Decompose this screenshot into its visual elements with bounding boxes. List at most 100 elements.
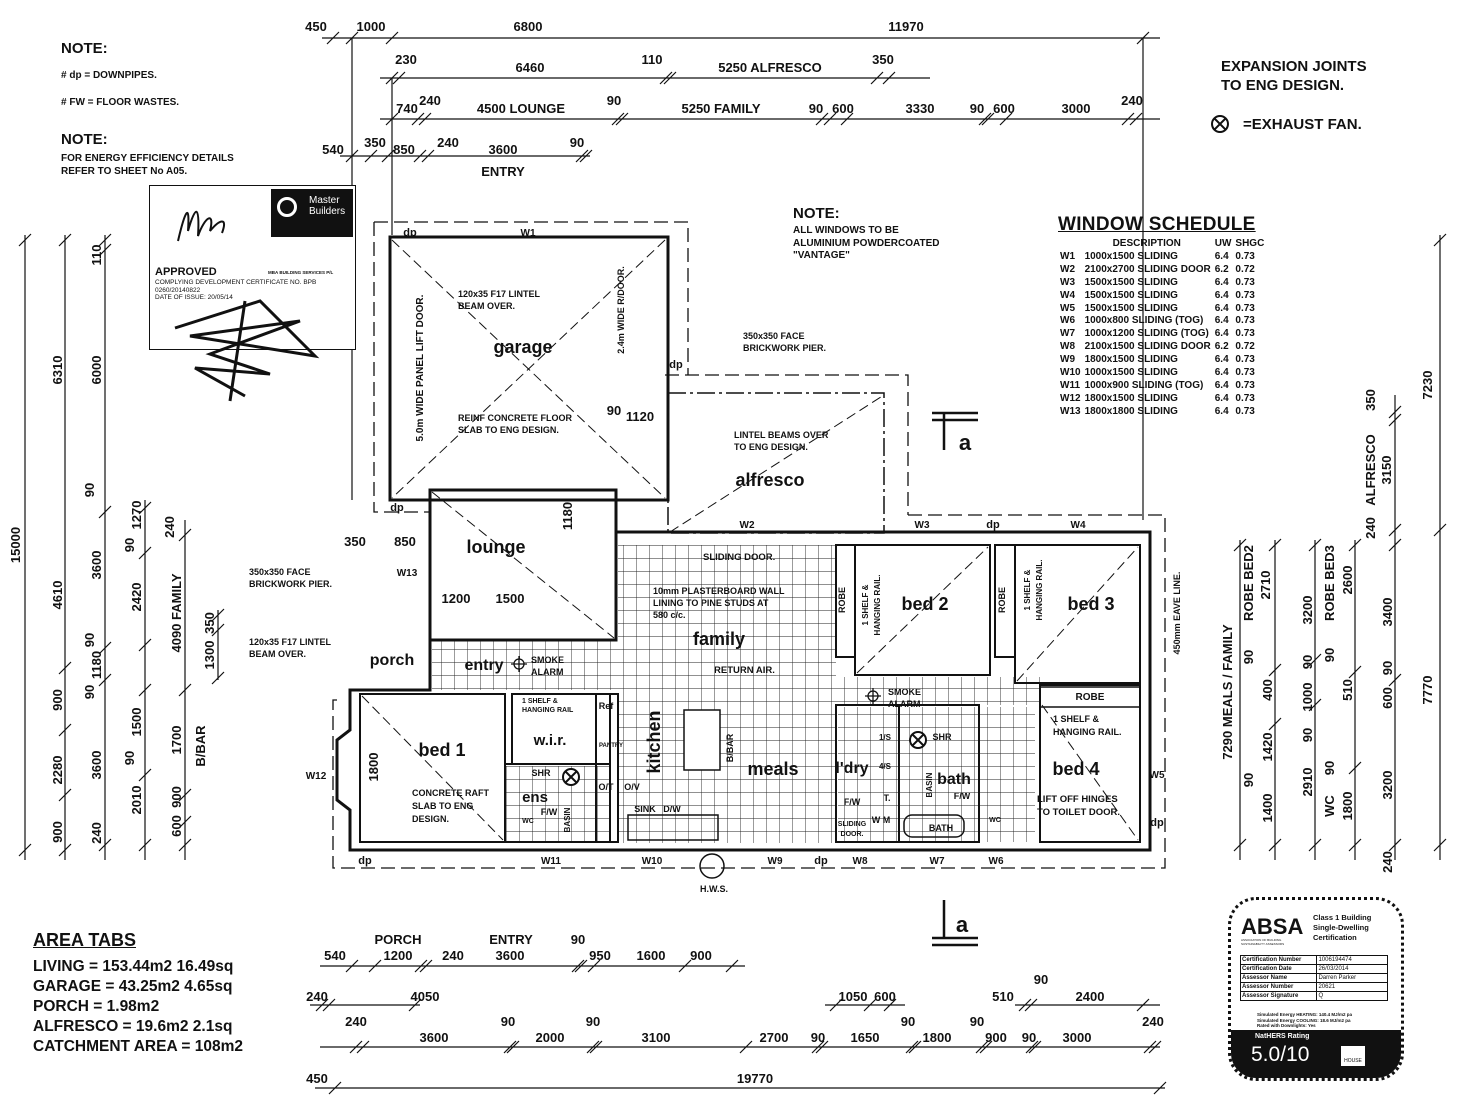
logo-text: Master bbox=[309, 195, 340, 206]
dimension-line bbox=[18, 233, 32, 860]
cell-id: W6 bbox=[1060, 315, 1075, 327]
dimension-label: 1400 bbox=[1260, 794, 1275, 823]
cell-uw: 6.4 bbox=[1214, 405, 1229, 417]
dimension-label: 4500 LOUNGE bbox=[477, 101, 565, 116]
dimension-label: 1800 bbox=[1340, 792, 1355, 821]
cell-shgc: 0.73 bbox=[1235, 392, 1255, 404]
cell-desc: 1800x1500 SLIDING bbox=[1084, 354, 1178, 366]
dimension-label: 6800 bbox=[514, 19, 543, 34]
room-label-garage: garage bbox=[493, 337, 552, 357]
annotation-vertical: BASIN bbox=[563, 807, 572, 832]
annotation: D/W bbox=[663, 804, 681, 814]
cell-id: W13 bbox=[1060, 405, 1081, 417]
dimension-line bbox=[315, 1081, 1167, 1095]
annotation: dp bbox=[814, 855, 828, 867]
annotation: LINTEL BEAMS OVER bbox=[734, 430, 829, 440]
field-value: Darren Parker bbox=[1316, 973, 1388, 983]
field-label: Certification Date bbox=[1239, 964, 1318, 974]
exhaust-fans bbox=[511, 115, 1229, 786]
annotation: W9 bbox=[768, 856, 783, 867]
cell-desc: 1800x1800 SLIDING bbox=[1084, 405, 1178, 417]
dimension-label: 2710 bbox=[1258, 571, 1273, 600]
dimension-label: 90 bbox=[1241, 650, 1256, 664]
cell-shgc: 0.73 bbox=[1235, 289, 1255, 301]
dimension-line bbox=[825, 998, 905, 1012]
dimension-label: 2420 bbox=[129, 583, 144, 612]
annotation: CONCRETE RAFT bbox=[412, 788, 489, 798]
dimension-label: 1420 bbox=[1260, 733, 1275, 762]
note-line: EXPANSION JOINTS bbox=[1221, 58, 1367, 75]
cell-desc: 1500x1500 SLIDING bbox=[1084, 276, 1178, 288]
annotation: WC bbox=[989, 817, 1001, 824]
cell-id: W1 bbox=[1060, 250, 1075, 262]
annotation: W4 bbox=[1071, 520, 1086, 531]
issue-date: DATE OF ISSUE: 20/05/14 bbox=[155, 294, 233, 301]
room-label-lounge: lounge bbox=[467, 537, 526, 557]
cell-desc: 1000x800 SLIDING (TOG) bbox=[1084, 315, 1204, 327]
section-markers bbox=[932, 411, 978, 947]
dimension-label: 90 bbox=[570, 135, 584, 150]
dimension-label: 110 bbox=[89, 245, 104, 266]
alfresco-eave bbox=[665, 374, 909, 515]
room-label-laundry: l'dry bbox=[835, 760, 868, 777]
cell-uw: 6.2 bbox=[1214, 263, 1229, 275]
dimension-label: 350 bbox=[364, 135, 386, 150]
dimension-label: 2910 bbox=[1300, 768, 1315, 797]
cell-shgc: 0.73 bbox=[1235, 276, 1255, 288]
field-value: 26/03/2014 bbox=[1316, 964, 1388, 974]
dimension-label: 540 bbox=[324, 948, 346, 963]
dimension-label: 90 bbox=[82, 483, 97, 497]
dimension-label: 600 bbox=[1380, 687, 1395, 709]
absa-heading: Class 1 Building bbox=[1313, 913, 1372, 922]
dimension-label: 11970 bbox=[888, 19, 923, 34]
stamp-scribble bbox=[174, 299, 320, 402]
header-description: DESCRIPTION bbox=[1112, 238, 1181, 249]
annotation: 4/S bbox=[879, 762, 892, 771]
note-expansion-joints: EXPANSION JOINTS TO ENG DESIGN. bbox=[1221, 57, 1367, 95]
annotation: 580 c/c. bbox=[653, 610, 686, 620]
cell-uw: 6.4 bbox=[1214, 289, 1229, 301]
dimension-label: 90 bbox=[501, 1014, 515, 1029]
header-uw: UW bbox=[1214, 238, 1232, 249]
dimension-label: 240 bbox=[1121, 93, 1143, 108]
lounge-walls bbox=[428, 488, 618, 642]
annotation-vertical: 1800 bbox=[366, 753, 381, 782]
dimension-label: 240 bbox=[419, 93, 441, 108]
annotation: 90 bbox=[607, 403, 621, 418]
section-marker-top bbox=[932, 411, 978, 450]
dimension-label: 2700 bbox=[760, 1030, 789, 1045]
dimension-label: 2000 bbox=[536, 1030, 565, 1045]
dimension-label: 900 bbox=[169, 786, 184, 808]
dimension-label: 110 bbox=[642, 52, 663, 67]
cell-desc: 1500x1500 SLIDING bbox=[1084, 289, 1178, 301]
cell-desc: 2100x1500 SLIDING DOOR bbox=[1084, 341, 1211, 353]
dimension-line bbox=[320, 1040, 1162, 1054]
annotation: SINK bbox=[634, 804, 656, 814]
room-label-wir: w.i.r. bbox=[533, 732, 567, 749]
absa-energy-line: Simulated Energy COOLING: 18.6 MJ/m2 pa bbox=[1257, 1017, 1351, 1023]
dimension-label: 240 bbox=[442, 948, 464, 963]
cell-id: W9 bbox=[1060, 354, 1075, 366]
bath-walls bbox=[898, 704, 980, 843]
annotation-vertical: 450mm EAVE LINE. bbox=[1172, 572, 1182, 655]
cell-uw: 6.4 bbox=[1214, 315, 1229, 327]
certificate-number: 0260/20140822 bbox=[155, 286, 201, 294]
nathers-rating-panel: NatHERS Rating 5.0/10 HOUSE bbox=[1231, 1030, 1401, 1078]
dimension-label: 900 bbox=[690, 948, 712, 963]
note-line: # dp = DOWNPIPES. bbox=[61, 70, 157, 81]
dimension-label: 90 bbox=[82, 633, 97, 647]
annotation: 1 SHELF & bbox=[522, 698, 558, 705]
absa-certification-badge: ABSA ASSOCIATION OF BUILDING SUSTAINABIL… bbox=[1228, 897, 1404, 1081]
dimension-label: ENTRY bbox=[481, 164, 525, 179]
annotation: WC bbox=[522, 818, 534, 825]
annotation: HANGING RAIL bbox=[522, 707, 574, 714]
annotation: H.W.S. bbox=[700, 884, 728, 894]
dimension-label: 1000 bbox=[1300, 683, 1315, 712]
cell-uw: 6.4 bbox=[1214, 328, 1229, 340]
annotation: W6 bbox=[989, 856, 1004, 867]
dimension-label: 1270 bbox=[129, 501, 144, 530]
